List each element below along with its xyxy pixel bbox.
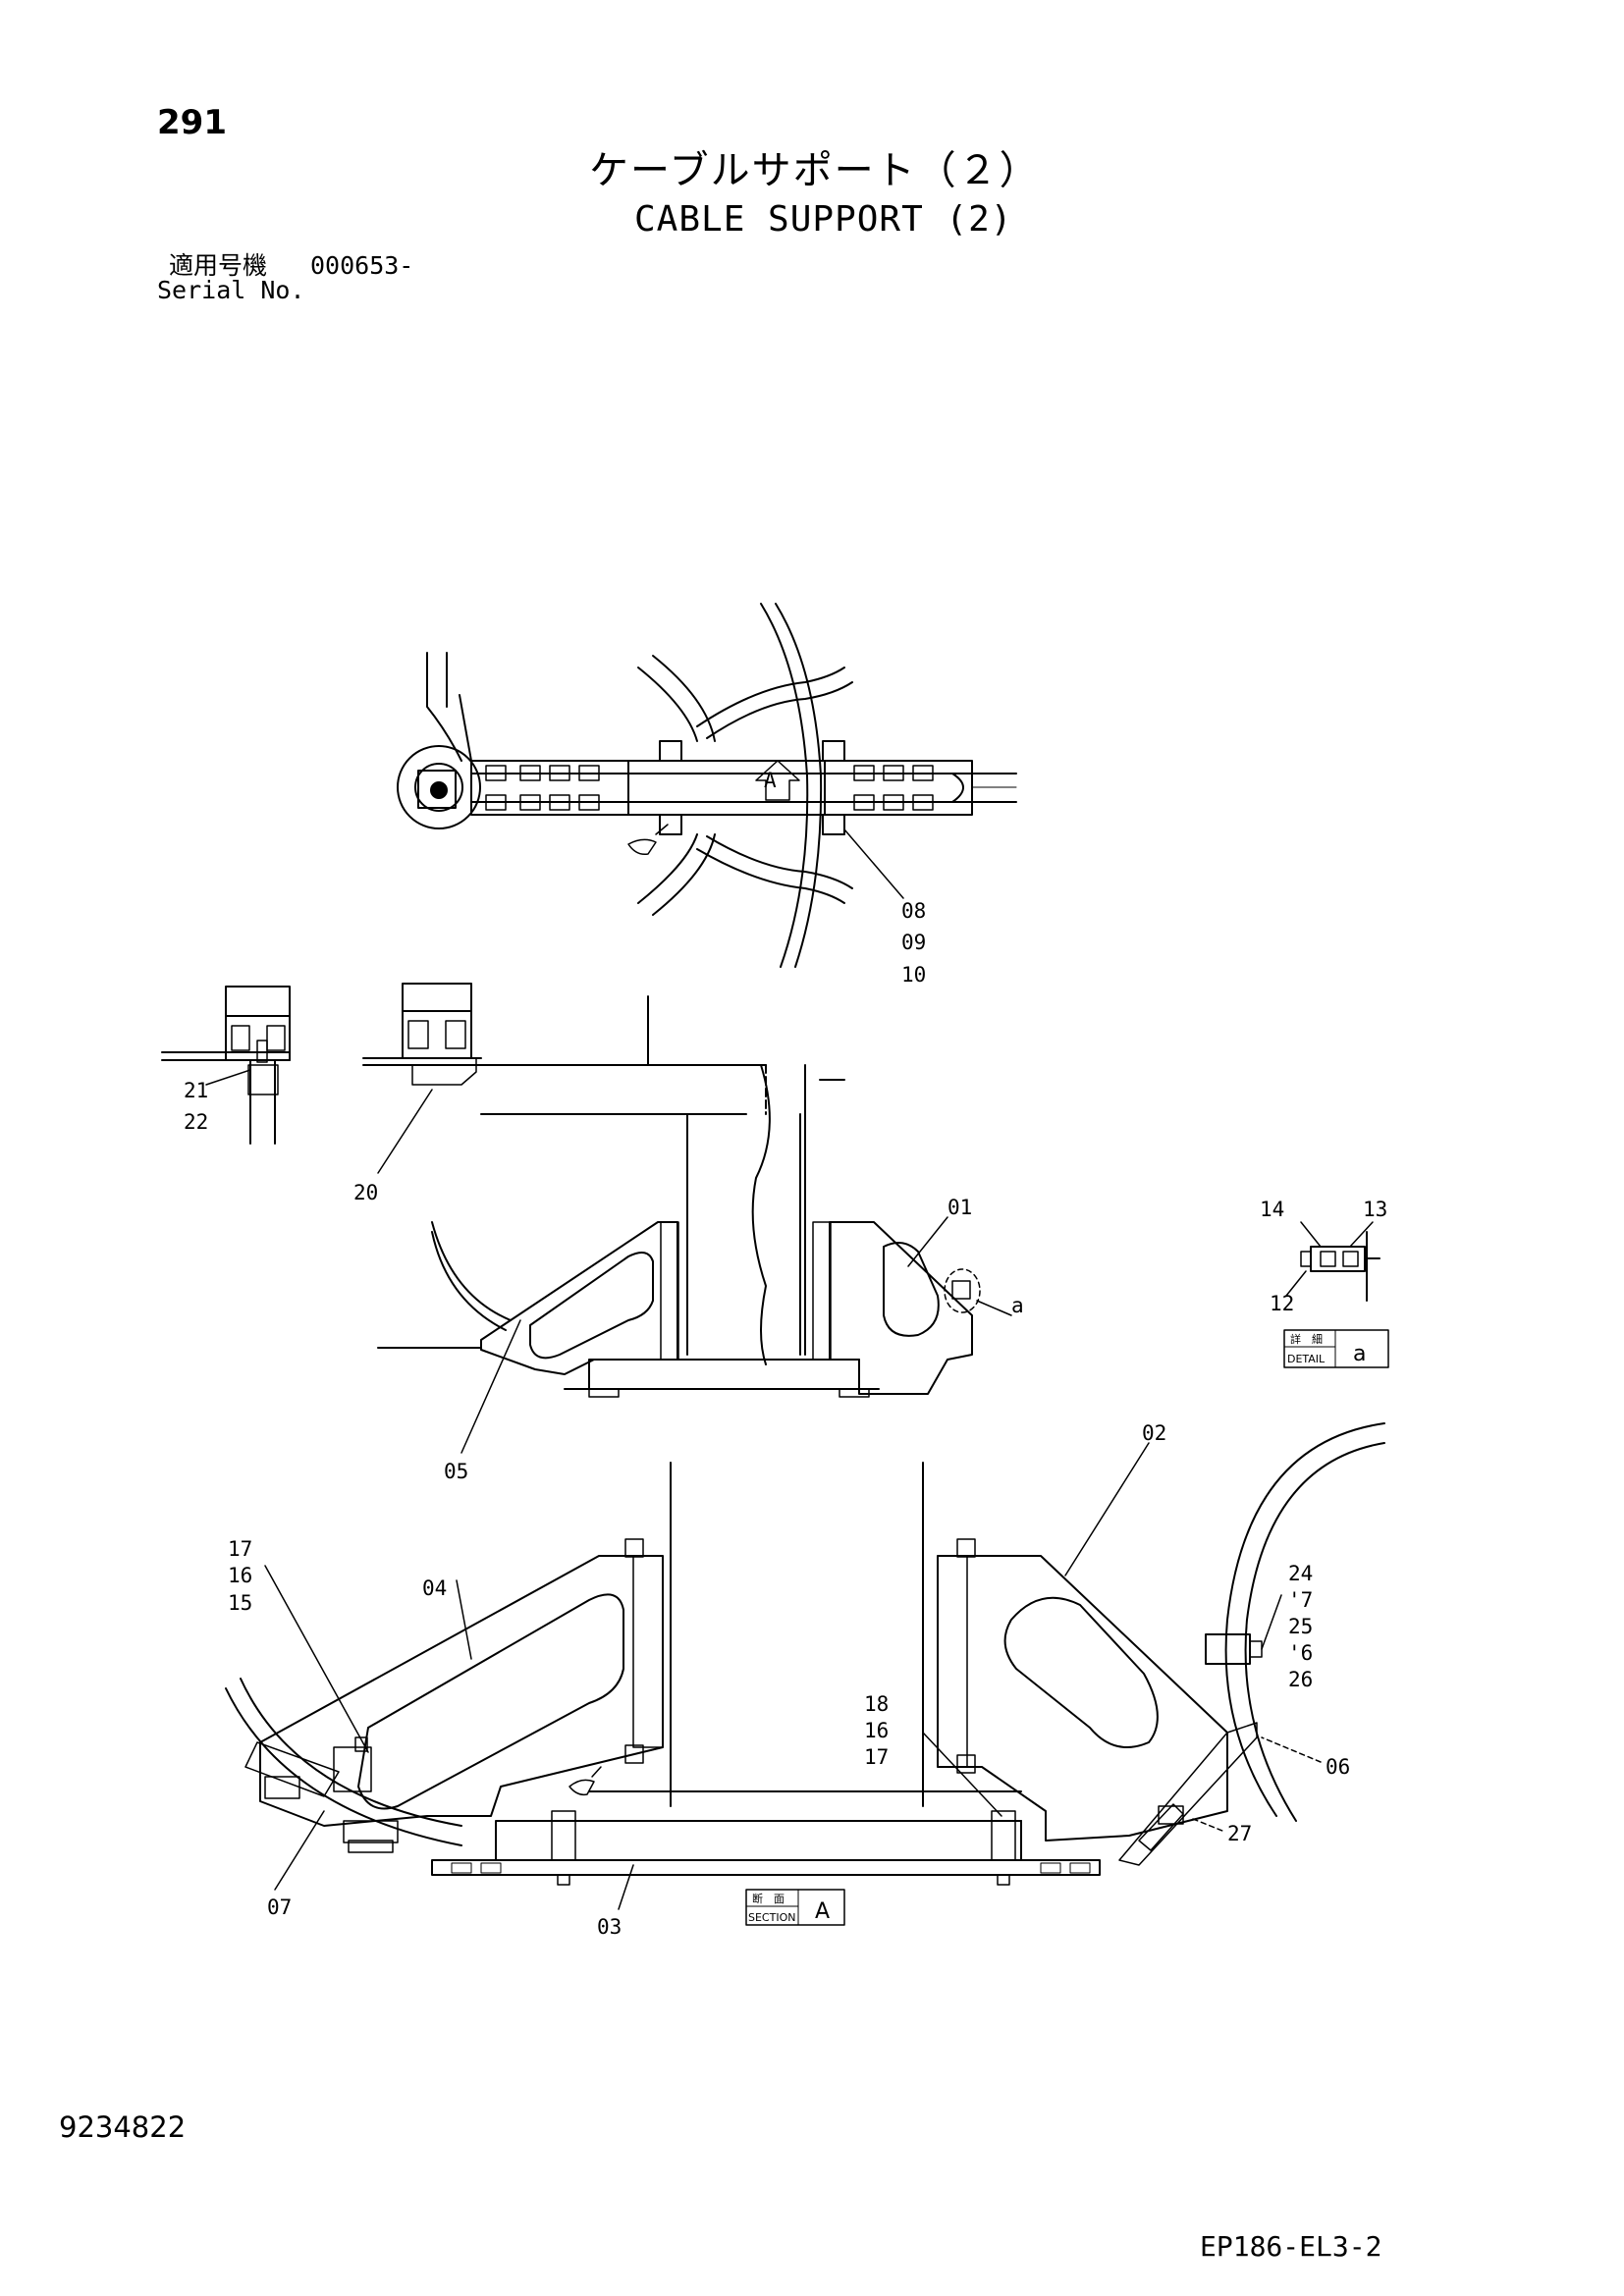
callout-17-right: '7 bbox=[1288, 1588, 1313, 1612]
drawing-code: EP186-EL3-2 bbox=[1200, 2230, 1382, 2263]
small-detail-views bbox=[161, 983, 482, 1174]
section-a-view bbox=[225, 1422, 1385, 1926]
section-arrow-letter: A bbox=[764, 769, 777, 792]
section-box-english: SECTION bbox=[748, 1911, 795, 1924]
section-box-japanese: 断 面 bbox=[752, 1892, 785, 1905]
callout-a: a bbox=[1011, 1294, 1024, 1317]
callout-12: 12 bbox=[1270, 1292, 1294, 1315]
callout-22: 22 bbox=[184, 1110, 208, 1134]
serial-label-english: Serial No. bbox=[157, 276, 305, 304]
callout-13: 13 bbox=[1363, 1198, 1387, 1221]
callout-16-right: '6 bbox=[1288, 1641, 1313, 1665]
page-number: 291 bbox=[157, 103, 227, 142]
callout-09: 09 bbox=[901, 931, 926, 954]
callout-16-left: 16 bbox=[228, 1564, 252, 1587]
detail-box-japanese: 詳 細 bbox=[1290, 1332, 1323, 1346]
callout-24: 24 bbox=[1288, 1562, 1313, 1585]
detail-a-view bbox=[1283, 1221, 1389, 1368]
section-box-letter: A bbox=[815, 1899, 830, 1924]
title-english: CABLE SUPPORT (2) bbox=[634, 199, 1013, 240]
detail-box-letter: a bbox=[1353, 1342, 1366, 1366]
drawing-number: 9234822 bbox=[59, 2110, 187, 2144]
callout-16-center: 16 bbox=[864, 1719, 889, 1742]
callout-18: 18 bbox=[864, 1692, 889, 1716]
middle-assembly-view bbox=[377, 995, 1012, 1454]
serial-label-japanese: 適用号機 bbox=[169, 251, 268, 280]
title-japanese: ケーブルサポート（２） bbox=[589, 148, 1041, 193]
callout-14: 14 bbox=[1260, 1198, 1284, 1221]
callout-04: 04 bbox=[422, 1576, 447, 1600]
serial-number-value: 000653- bbox=[310, 251, 414, 280]
callout-08: 08 bbox=[901, 899, 926, 923]
callout-27: 27 bbox=[1227, 1822, 1252, 1845]
callout-26: 26 bbox=[1288, 1668, 1313, 1691]
callout-20: 20 bbox=[353, 1181, 378, 1204]
callout-21: 21 bbox=[184, 1079, 208, 1102]
callout-01: 01 bbox=[947, 1196, 972, 1219]
callout-02: 02 bbox=[1142, 1421, 1166, 1445]
top-view bbox=[397, 603, 1017, 968]
detail-box-english: DETAIL bbox=[1287, 1353, 1326, 1365]
callout-15: 15 bbox=[228, 1591, 252, 1615]
callout-17-left: 17 bbox=[228, 1537, 252, 1561]
callout-07: 07 bbox=[267, 1896, 292, 1919]
callout-03: 03 bbox=[597, 1915, 622, 1939]
callout-06: 06 bbox=[1326, 1755, 1350, 1779]
callout-17-center: 17 bbox=[864, 1745, 889, 1769]
callout-25: 25 bbox=[1288, 1615, 1313, 1638]
callout-05: 05 bbox=[444, 1460, 468, 1483]
callout-10: 10 bbox=[901, 963, 926, 987]
